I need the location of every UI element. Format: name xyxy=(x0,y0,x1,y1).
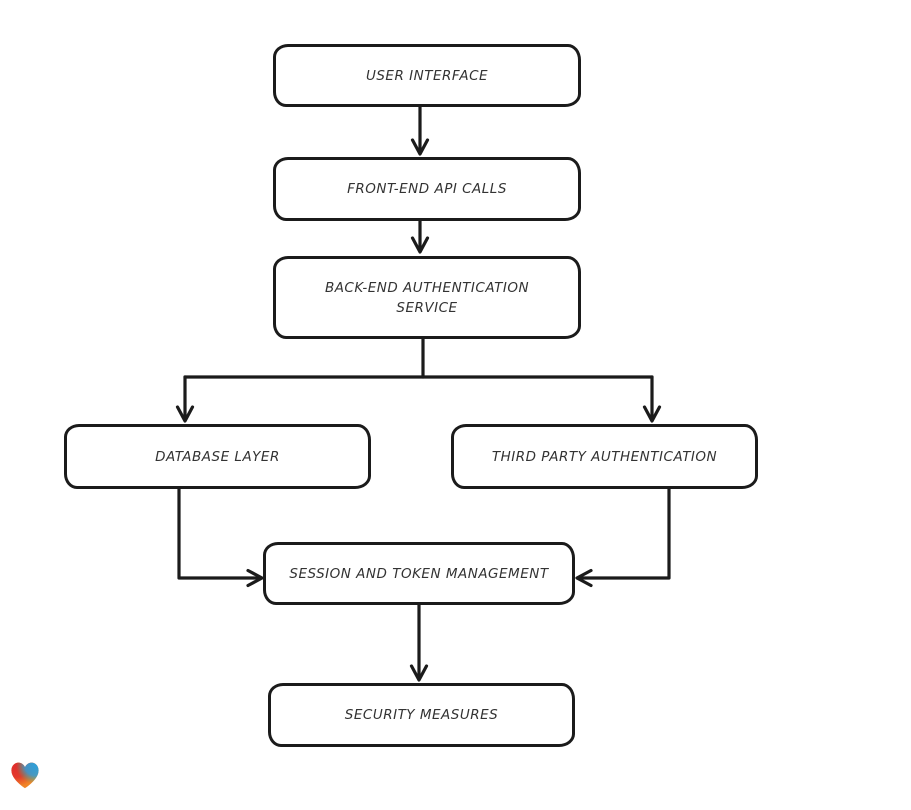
edge-front-end-api-calls-to-back-end-authentication-service xyxy=(410,219,430,254)
node-label: SESSION AND TOKEN MANAGEMENT xyxy=(289,565,549,582)
node-back-end-authentication-service[interactable]: BACK-END AUTHENTICATION SERVICE xyxy=(273,256,581,339)
node-user-interface[interactable]: USER INTERFACE xyxy=(273,44,581,107)
edge-back-end-to-third-party-authentication xyxy=(642,375,662,423)
edge-user-interface-to-front-end-api-calls xyxy=(410,105,430,156)
edge-third-party-to-session-management xyxy=(575,487,671,588)
node-front-end-api-calls[interactable]: FRONT-END API CALLS xyxy=(273,157,581,221)
node-database-layer[interactable]: DATABASE LAYER xyxy=(64,424,371,489)
edge-back-end-branch-trunk xyxy=(183,337,654,379)
node-security-measures[interactable]: SECURITY MEASURES xyxy=(268,683,575,747)
node-label: DATABASE LAYER xyxy=(155,448,280,465)
edge-database-layer-to-session-management xyxy=(177,487,264,588)
node-third-party-authentication[interactable]: THIRD PARTY AUTHENTICATION xyxy=(451,424,758,489)
edge-session-management-to-security-measures xyxy=(409,603,429,682)
node-label: THIRD PARTY AUTHENTICATION xyxy=(491,448,718,465)
node-label: USER INTERFACE xyxy=(365,67,489,84)
node-session-and-token-management[interactable]: SESSION AND TOKEN MANAGEMENT xyxy=(263,542,575,605)
node-label: FRONT-END API CALLS xyxy=(347,181,507,197)
node-label: BACK-END AUTHENTICATION SERVICE xyxy=(324,279,530,316)
heart-logo-icon[interactable] xyxy=(10,760,40,791)
edge-back-end-to-database-layer xyxy=(175,375,195,423)
node-label: SECURITY MEASURES xyxy=(344,707,499,723)
